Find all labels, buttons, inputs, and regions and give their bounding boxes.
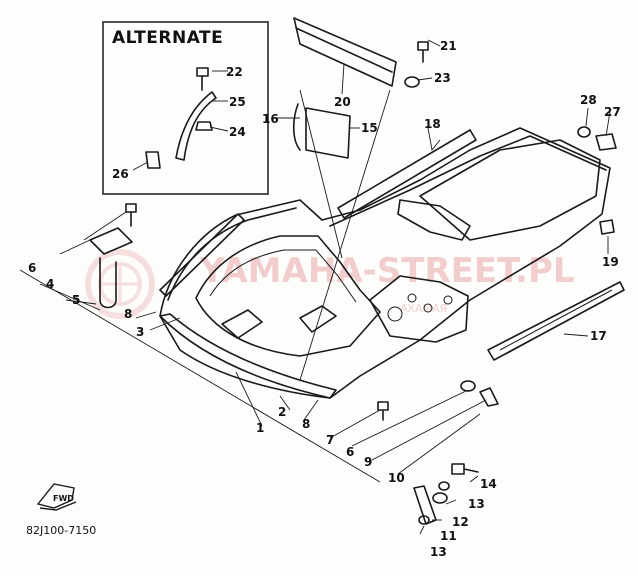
upper-strip <box>159 213 245 297</box>
inner-mount-right <box>299 305 337 333</box>
callout-3: 3 <box>136 325 144 339</box>
mount-bracket <box>89 227 133 255</box>
callout-21: 21 <box>440 39 457 53</box>
fwd-arrow-icon <box>36 483 75 509</box>
callout-8-left: 8 <box>124 307 132 321</box>
callout-14: 14 <box>480 477 497 491</box>
cover-bolt <box>417 41 429 63</box>
inset-title: ALTERNATE <box>112 28 223 48</box>
callout-23: 23 <box>434 71 451 85</box>
cover-grommet <box>404 76 420 88</box>
callout-26: 26 <box>112 167 129 181</box>
callout-13-upper: 13 <box>468 497 485 511</box>
callout-1: 1 <box>256 421 264 435</box>
hull-front-nose <box>369 275 469 343</box>
hardware-washer-small <box>438 481 450 491</box>
inset-frame <box>102 21 269 195</box>
callout-10: 10 <box>388 471 405 485</box>
hull-top-deck <box>419 139 601 241</box>
callout-18: 18 <box>424 117 441 131</box>
watermark-text: YAMAHA-STREET.PL <box>199 251 575 291</box>
hardware-bolt <box>451 463 479 475</box>
cover-panel <box>293 17 397 87</box>
callout-24: 24 <box>229 125 246 139</box>
callout-28: 28 <box>580 93 597 107</box>
drain-screw <box>479 387 499 407</box>
callout-5: 5 <box>72 293 80 307</box>
bracket-bolt <box>125 203 137 227</box>
small-pad <box>599 219 615 235</box>
hardware-washer-lower <box>418 515 430 525</box>
callout-17: 17 <box>590 329 607 343</box>
callout-labels: 22 25 24 26 21 23 20 16 15 18 28 27 19 1… <box>28 39 621 559</box>
part-code: 82J100-7150 <box>26 524 96 537</box>
side-strip <box>487 281 625 361</box>
callout-22: 22 <box>226 65 243 79</box>
drain-grommet <box>460 380 476 392</box>
callout-8-right: 8 <box>302 417 310 431</box>
callout-27: 27 <box>604 105 621 119</box>
alternate-bolt <box>196 67 209 91</box>
callout-6-left: 6 <box>28 261 36 275</box>
watermark-logo-icon <box>85 249 155 319</box>
engine-bracket <box>397 199 471 241</box>
handle <box>292 103 301 151</box>
hull-drawing <box>159 127 611 399</box>
callout-2: 2 <box>278 405 286 419</box>
callout-25: 25 <box>229 95 246 109</box>
small-bolt <box>377 401 389 421</box>
callout-9: 9 <box>364 455 372 469</box>
hull-bottom-lip <box>159 313 337 399</box>
leader-lines <box>19 39 611 535</box>
fwd-arrow: FWD <box>36 483 77 511</box>
callout-19: 19 <box>602 255 619 269</box>
callout-20: 20 <box>334 95 351 109</box>
alternate-inset: ALTERNATE <box>102 21 269 195</box>
hardware-washer <box>432 492 448 504</box>
callout-12: 12 <box>452 515 469 529</box>
cap <box>595 133 617 151</box>
fwd-label: FWD <box>53 494 74 503</box>
alternate-clip <box>145 151 161 169</box>
callout-13-lower: 13 <box>430 545 447 559</box>
alternate-nut <box>195 121 213 131</box>
alternate-bracket <box>175 91 217 161</box>
inner-mount-left <box>221 309 263 339</box>
watermark: YAMAHA-STREET.PL АХАМАЯ <box>85 249 575 319</box>
callout-4: 4 <box>46 277 54 291</box>
callout-11: 11 <box>440 529 457 543</box>
handle-plate <box>305 107 351 159</box>
callout-6-right: 6 <box>346 445 354 459</box>
callout-16: 16 <box>262 112 279 126</box>
plug <box>577 126 591 138</box>
hull-outline <box>159 127 611 399</box>
long-strip <box>337 129 477 219</box>
u-bolt <box>99 257 117 309</box>
callout-15: 15 <box>361 121 378 135</box>
callout-7: 7 <box>326 433 334 447</box>
hardware-clip <box>413 485 437 525</box>
